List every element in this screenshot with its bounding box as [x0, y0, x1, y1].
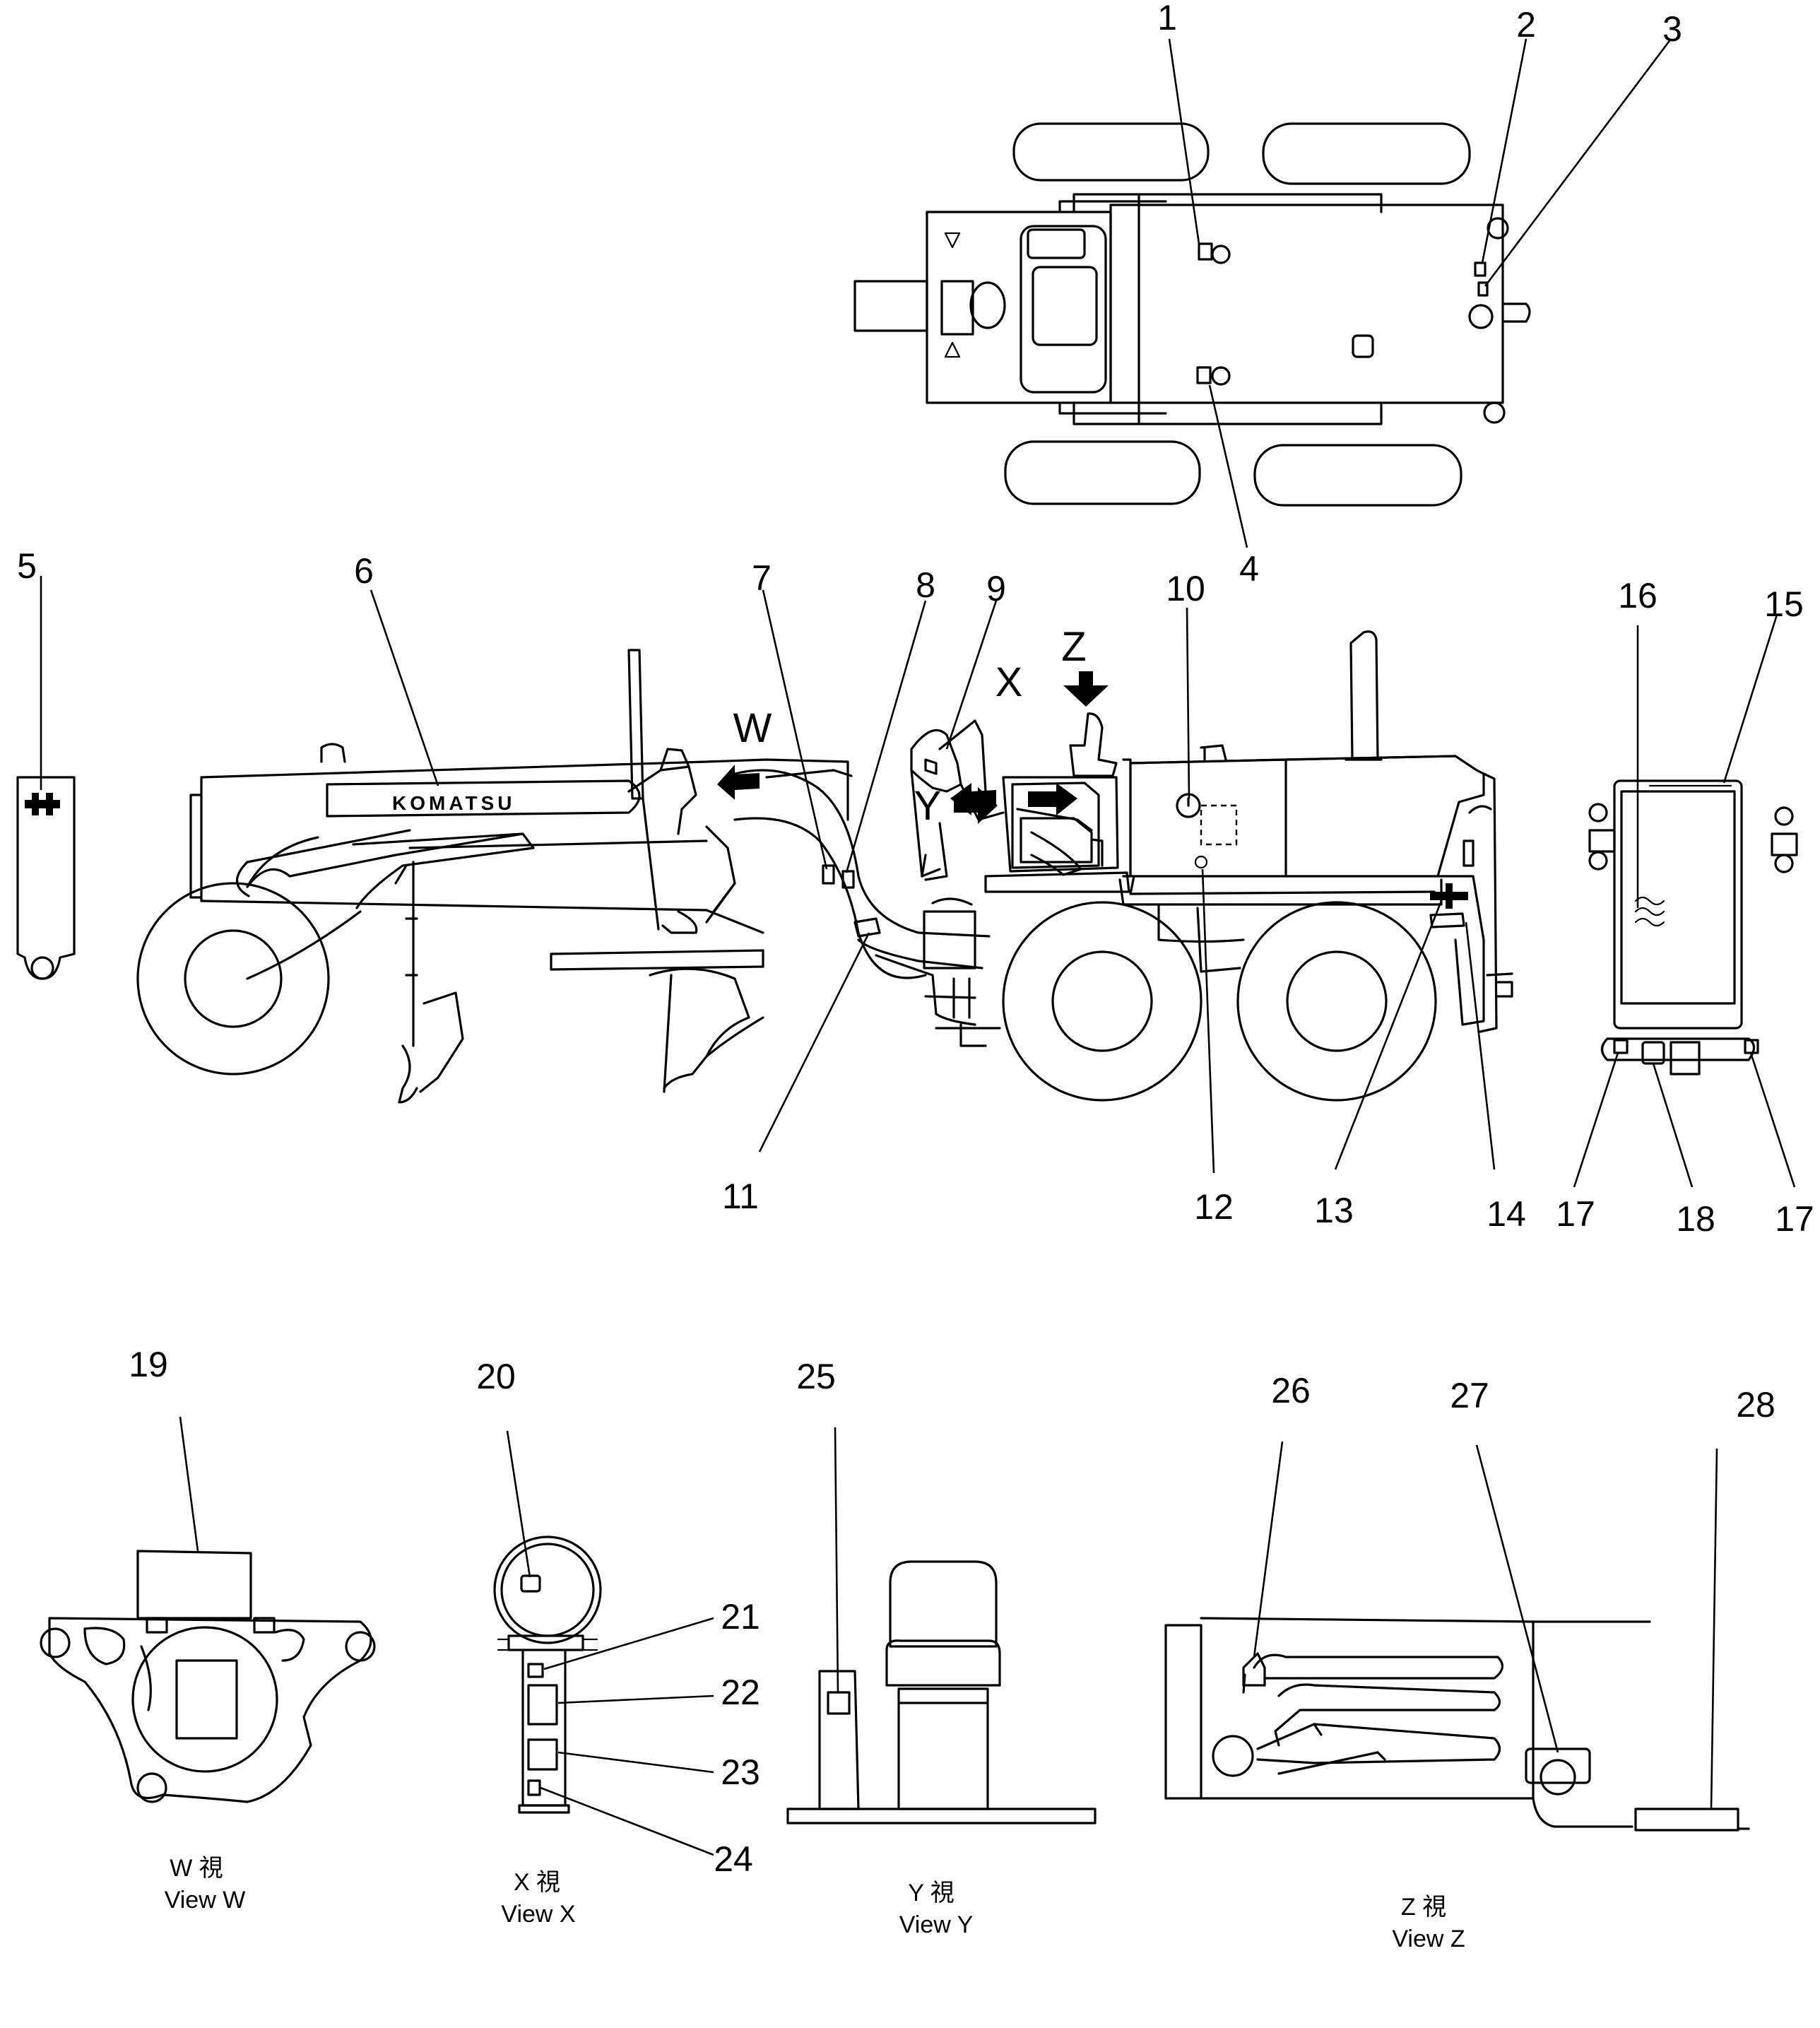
callout-18: 18 [1676, 1199, 1715, 1239]
top-view [853, 122, 1531, 507]
callout-11: 11 [722, 1177, 759, 1216]
caption-w-english: View W [165, 1887, 246, 1914]
callout-19: 19 [129, 1345, 168, 1384]
callout-4: 4 [1239, 549, 1259, 589]
callout-12: 12 [1194, 1187, 1234, 1227]
side-view: KOMATSU [136, 624, 1513, 1104]
callout-16: 16 [1618, 576, 1658, 615]
callout-15: 15 [1764, 584, 1804, 624]
leader-lines [40, 38, 1796, 1856]
view-x-drawing [493, 1535, 602, 1814]
callout-22: 22 [721, 1673, 760, 1712]
view-captions: W 視 View W X 視 View X Y 視 View Y Z 視 Vie… [165, 1855, 1465, 1952]
callout-6: 6 [354, 551, 374, 591]
callout-10: 10 [1166, 569, 1205, 608]
callout-2: 2 [1516, 5, 1536, 45]
callout-26: 26 [1271, 1371, 1311, 1410]
callout-24: 24 [714, 1839, 753, 1879]
callout-21: 21 [721, 1597, 760, 1637]
caption-x-kanji: X 視 [514, 1869, 560, 1896]
callout-3: 3 [1662, 9, 1682, 49]
view-z-drawing [1164, 1617, 1750, 1832]
callout-5: 5 [17, 546, 37, 586]
callout-27: 27 [1450, 1376, 1489, 1415]
callout-9: 9 [986, 569, 1006, 608]
callout-28: 28 [1736, 1385, 1775, 1425]
callout-14: 14 [1487, 1194, 1526, 1234]
caption-x-english: View X [501, 1901, 575, 1928]
view-w-drawing [40, 1550, 376, 1803]
caption-y-english: View Y [899, 1911, 974, 1938]
rear-view [1588, 779, 1798, 1075]
caption-z-english: View Z [1392, 1926, 1465, 1952]
callout-25: 25 [796, 1357, 836, 1396]
callout-7: 7 [752, 558, 772, 598]
view-letter-w: W [733, 705, 772, 751]
callout-numbers: 1 2 3 4 5 6 7 8 9 10 11 12 13 14 15 16 1… [17, 0, 1814, 1879]
callout-13: 13 [1314, 1191, 1354, 1230]
callout-8: 8 [916, 565, 935, 605]
caption-z-kanji: Z 視 [1401, 1894, 1446, 1921]
brand-label: KOMATSU [392, 792, 515, 814]
view-letter-y: Y [914, 783, 942, 829]
callout-20: 20 [476, 1357, 516, 1396]
view-letter-x: X [995, 659, 1023, 705]
rear-panel-item-5 [16, 776, 76, 980]
callout-17-left: 17 [1556, 1194, 1595, 1234]
caption-w-kanji: W 視 [170, 1855, 223, 1882]
callout-17-right: 17 [1775, 1199, 1814, 1239]
caption-y-kanji: Y 視 [908, 1880, 955, 1906]
view-letter-z: Z [1061, 624, 1086, 670]
callout-1: 1 [1157, 0, 1177, 37]
callout-23: 23 [721, 1752, 760, 1792]
view-y-drawing [786, 1560, 1097, 1824]
